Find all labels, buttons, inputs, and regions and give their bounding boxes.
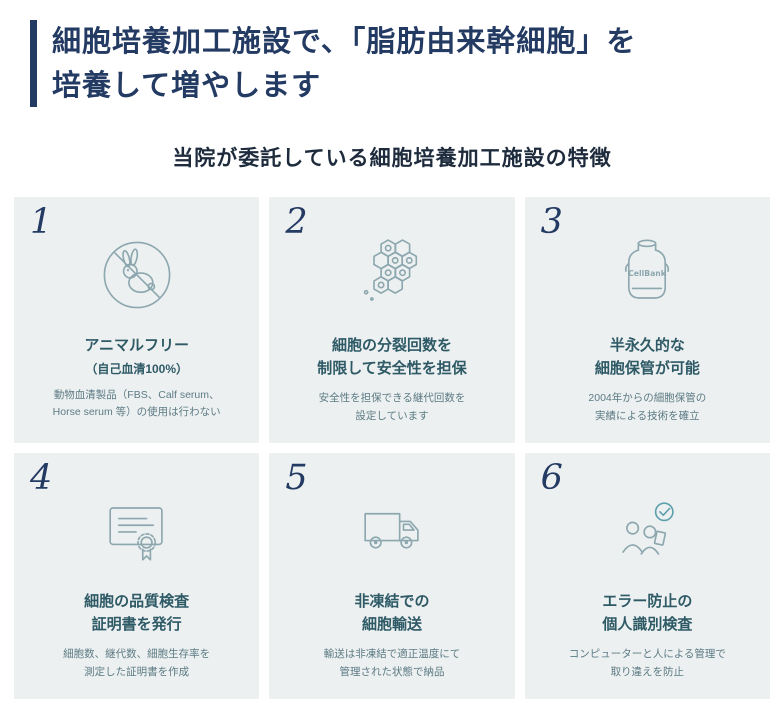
person-identification-check-icon — [535, 479, 760, 583]
animal-free-rabbit-icon — [24, 223, 249, 327]
feature-card-animal-free: 1 アニマルフリー （自己血清100%） 動物血清製品（FBS、Calf ser… — [14, 197, 260, 443]
card-number: 2 — [285, 202, 308, 242]
cellbank-label: CellBank — [629, 269, 668, 278]
feature-card-division-limit: 2 — [269, 197, 515, 443]
card-title: 細胞の分裂回数を 制限して安全性を担保 — [317, 337, 467, 377]
card-title: エラー防止の 個人識別検査 — [602, 593, 693, 633]
card-description: 動物血清製品（FBS、Calf serum、 Horse serum 等）の使用… — [52, 388, 221, 419]
card-number: 5 — [285, 458, 308, 498]
card-description: 細胞数、継代数、細胞生存率を 測定した証明書を作成 — [63, 648, 211, 678]
card-description: 安全性を担保できる継代回数を 設定しています — [318, 392, 466, 422]
card-title: アニマルフリー — [84, 337, 190, 354]
card-description: 2004年からの細胞保管の 実績による技術を確立 — [588, 392, 707, 422]
page-title: 細胞培養加工施設で、「脂肪由来幹細胞」を 培養して増やします — [52, 24, 637, 102]
section-subtitle: 当院が委託している細胞培養加工施設の特徴 — [172, 145, 612, 170]
cell-division-hexagons-icon — [279, 223, 504, 327]
cellbank-tank-icon: CellBank — [535, 223, 760, 327]
feature-card-non-frozen-transport: 5 非凍結での 細胞輸送 輸送は非凍結で適正温度にて 管理された状態で納品 — [269, 453, 515, 699]
feature-card-identification-check: 6 エラー防止の 個人識別検査 コンピューターと人による管理で 取り違えを防止 — [524, 453, 770, 699]
card-title-note: （自己血清100%） — [85, 361, 189, 376]
feature-grid: 1 アニマルフリー （自己血清100%） 動物血清製品（FBS、Calf ser… — [0, 197, 784, 699]
feature-card-cell-storage: 3 CellBank 半永久的な 細胞保管が可能 2004年からの細胞保管の 実… — [524, 197, 770, 443]
card-number: 6 — [540, 458, 563, 498]
card-number: 1 — [30, 202, 53, 242]
delivery-truck-icon — [279, 479, 504, 583]
heading-accent-bar — [30, 20, 37, 107]
card-title: 非凍結での 細胞輸送 — [354, 593, 430, 633]
card-description: コンピューターと人による管理で 取り違えを防止 — [568, 648, 726, 678]
card-number: 4 — [30, 458, 53, 498]
card-number: 3 — [540, 202, 563, 242]
card-description: 輸送は非凍結で適正温度にて 管理された状態で納品 — [323, 648, 461, 678]
quality-certificate-icon — [24, 479, 249, 583]
card-title: 半永久的な 細胞保管が可能 — [594, 337, 700, 377]
card-title: 細胞の品質検査 証明書を発行 — [84, 593, 190, 633]
feature-card-quality-certificate: 4 細胞の品質検査 証明書を発行 細胞数、継代数、細胞生存率を 測定した証明書を… — [14, 453, 260, 699]
main-heading-block: 細胞培養加工施設で、「脂肪由来幹細胞」を 培養して増やします — [0, 0, 784, 107]
